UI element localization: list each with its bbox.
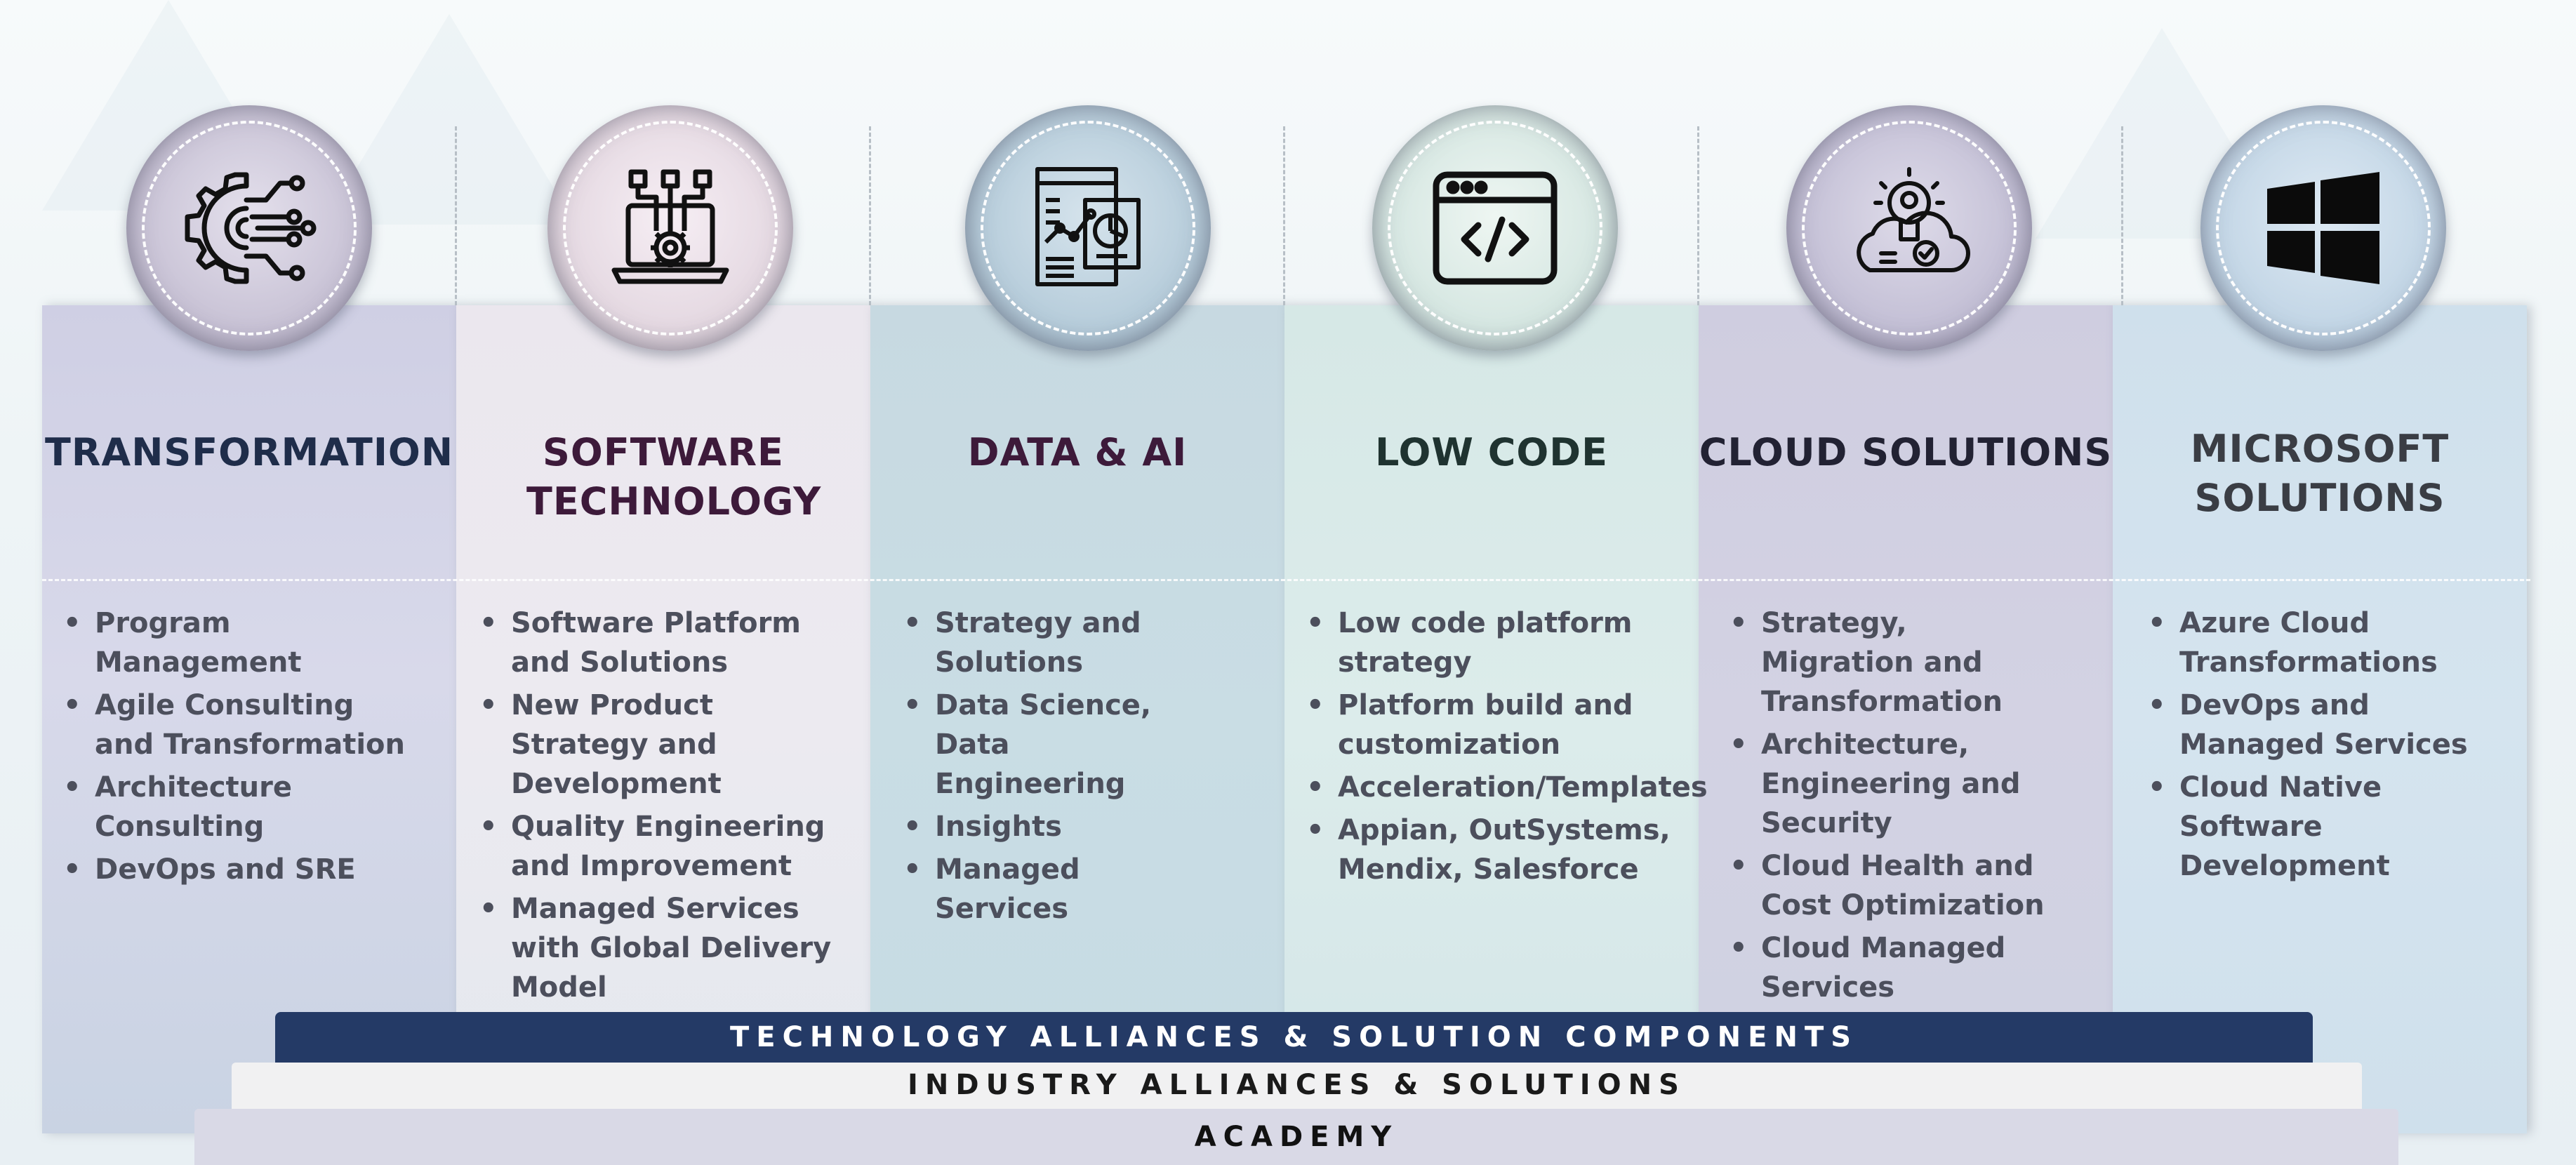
list-item: Strategy and Solutions [903,604,1209,682]
divider [869,126,871,305]
bullet-list: Program Management Agile Consulting and … [39,604,411,893]
list-item: Cloud Managed Services [1729,928,2056,1007]
icon-circle-transformation [126,105,372,351]
cloud-bulb-icon [1857,167,1970,272]
list-item: Architecture, Engineering and Security [1729,725,2056,843]
column-title: TRANSFORMATION [44,430,454,474]
list-item: Appian, OutSystems, Mendix, Salesforce [1306,811,1675,889]
list-item: Low code platform strategy [1306,604,1675,682]
column-title: DATA & AI [967,430,1188,474]
list-item: Quality Engineering and Improvement [479,807,848,886]
bullet-list: Azure Cloud Transformations DevOps and M… [2123,604,2481,889]
list-item: Managed Services with Global Delivery Mo… [479,889,848,1007]
academy-band: ACADEMY [194,1109,2398,1165]
list-item: Acceleration/Templates [1306,768,1708,807]
list-item: DevOps and Managed Services [2148,686,2481,764]
icon-circle-cloud-solutions [1786,105,2032,351]
bullet-list: Software Platform and Solutions New Prod… [455,604,848,1011]
icon-circle-microsoft-solutions [2200,105,2446,351]
divider [1283,126,1285,305]
bullet-list: Low code platform strategy Platform buil… [1282,604,1708,893]
band-label: TECHNOLOGY ALLIANCES & SOLUTION COMPONEN… [729,1021,1859,1053]
list-item: Managed Services [903,850,1209,928]
column-title: LOW CODE [1375,430,1608,474]
column-title: CLOUD SOLUTIONS [1699,430,2113,474]
data-analytics-icon [1035,167,1141,286]
divider [455,126,457,305]
list-item: Program Management [63,604,411,682]
list-item: Cloud Health and Cost Optimization [1729,846,2056,925]
list-item: Insights [903,807,1209,846]
list-item: Cloud Native Software Development [2148,768,2481,886]
list-item: New Product Strategy and Development [479,686,848,804]
windows-logo-icon [2267,172,2379,284]
column-title: MICROSOFT SOLUTIONS [2190,427,2450,520]
laptop-gear-icon [611,169,729,284]
list-item: Agile Consulting and Transformation [63,686,411,764]
divider [2121,126,2123,305]
list-item: Data Science, Data Engineering [903,686,1209,804]
list-item: Software Platform and Solutions [479,604,848,682]
band-label: ACADEMY [1194,1121,1399,1153]
icon-circle-data-ai [965,105,1211,351]
gear-circuit-icon [185,172,317,284]
list-item: DevOps and SRE [63,850,411,889]
bullet-list: Strategy and Solutions Data Science, Dat… [879,604,1209,932]
list-item: Platform build and customization [1306,686,1675,764]
list-item: Architecture Consulting [63,768,411,846]
icon-circle-software-technology [547,105,793,351]
section-divider [42,579,2530,581]
technology-alliances-band: TECHNOLOGY ALLIANCES & SOLUTION COMPONEN… [275,1012,2313,1063]
bullet-list: Strategy, Migration and Transformation A… [1705,604,2056,1011]
list-item: Azure Cloud Transformations [2148,604,2481,682]
divider [1697,126,1699,305]
column-title: SOFTWARE TECHNOLOGY [526,430,822,524]
icon-circle-low-code [1372,105,1618,351]
list-item: Strategy, Migration and Transformation [1729,604,2056,721]
band-label: INDUSTRY ALLIANCES & SOLUTIONS [908,1069,1686,1101]
code-window-icon [1433,171,1558,285]
industry-alliances-band: INDUSTRY ALLIANCES & SOLUTIONS [232,1063,2362,1109]
